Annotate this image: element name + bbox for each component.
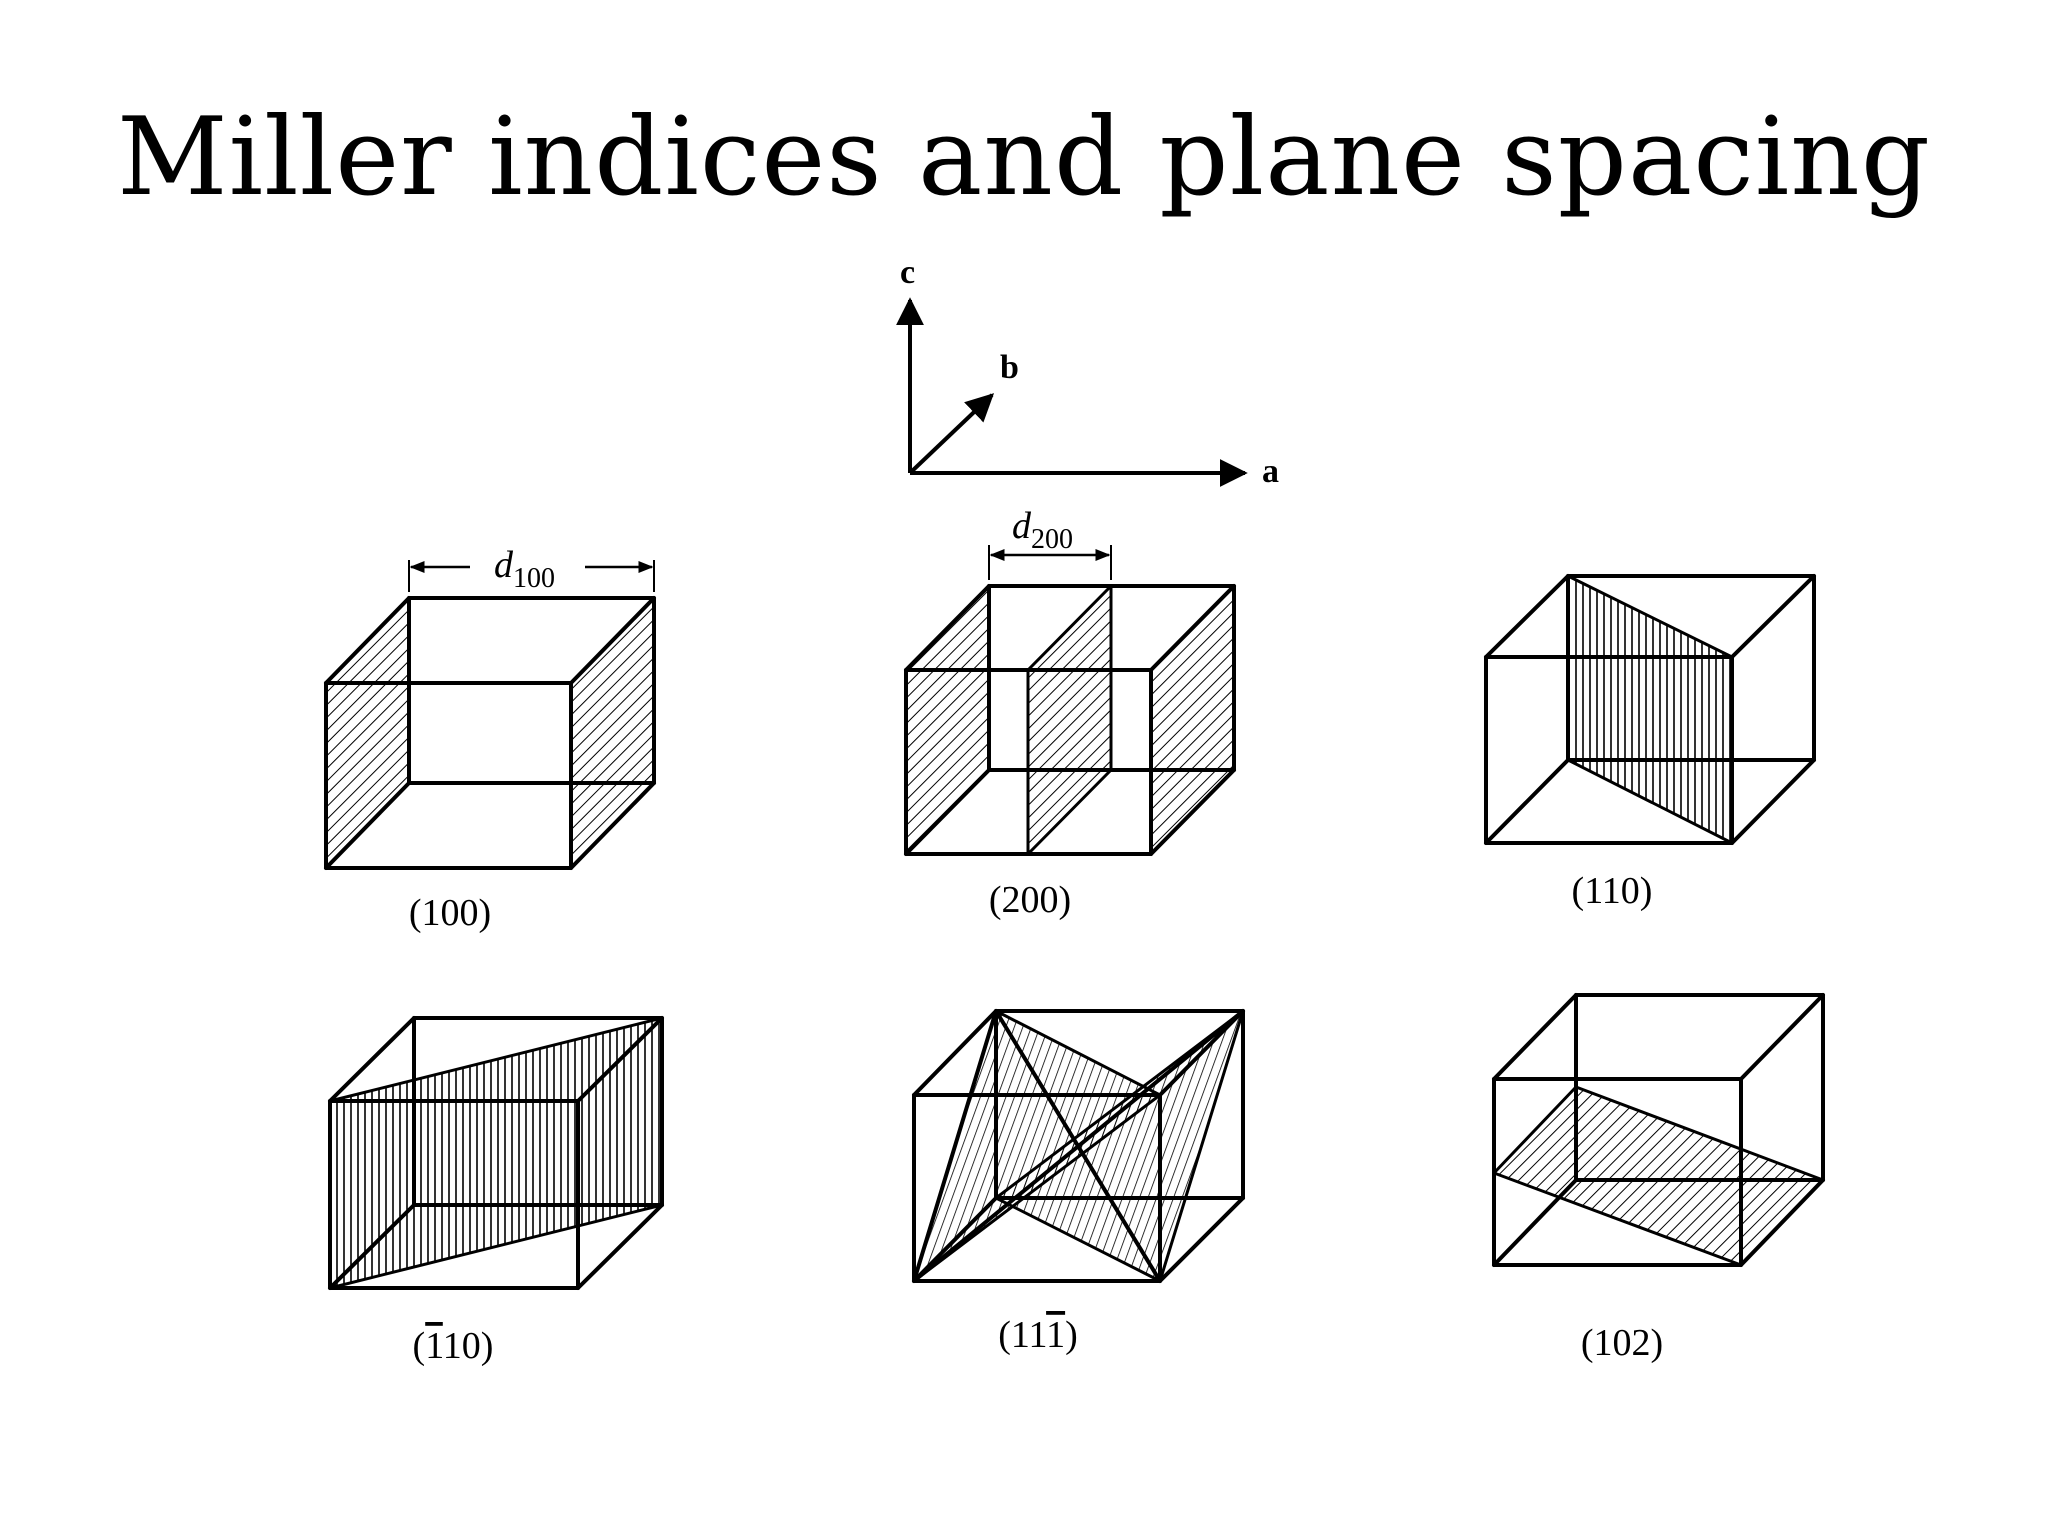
- plane-11minus1-b: [994, 1009, 1245, 1283]
- diagram-label-102: (102): [1581, 1322, 1663, 1364]
- plane-200-mid: [1026, 584, 1113, 856]
- diagram-label-110: (110): [1572, 870, 1653, 912]
- cube-102: (102): [1492, 993, 1825, 1364]
- plane-102: [1492, 1085, 1825, 1267]
- plane-110: [1566, 574, 1734, 845]
- axis-label-a: a: [1262, 453, 1279, 490]
- diagram-label-200: (200): [989, 879, 1071, 921]
- diagram-label-11minus1: (111): [998, 1314, 1078, 1356]
- plane-minus110: [328, 1016, 664, 1290]
- cube-110: (110): [1484, 574, 1816, 912]
- cube-100: d100 (100): [324, 544, 656, 934]
- diagram-label-100: (100): [409, 892, 491, 934]
- spacing-label-d200: d200: [1012, 505, 1073, 555]
- cube-11minus1: (111): [912, 1009, 1245, 1356]
- diagram-label-minus110: (110): [413, 1325, 494, 1367]
- cube-minus110: (110): [328, 1016, 664, 1367]
- axis-label-b: b: [1000, 349, 1019, 386]
- slide-title: Miller indices and plane spacing: [117, 95, 1931, 220]
- axis-label-c: c: [900, 254, 915, 291]
- cube-200: d200 (200): [904, 505, 1236, 921]
- spacing-label-d100: d100: [494, 544, 555, 594]
- axes-diagram: c b a: [896, 254, 1279, 490]
- axis-b: [908, 393, 995, 475]
